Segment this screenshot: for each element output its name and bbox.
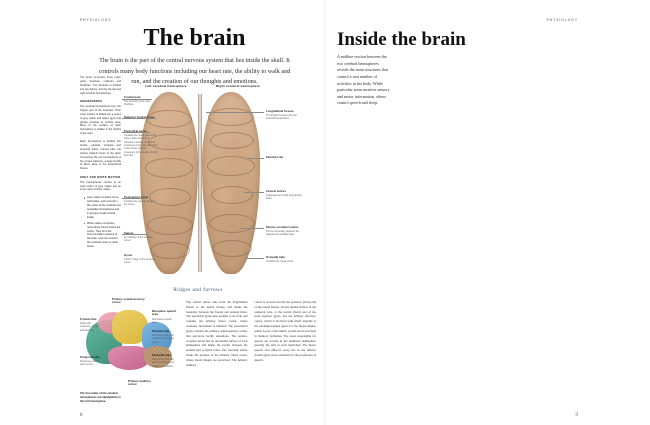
callout-primary-somatosensory-cortex: Primary somatosensory cortex xyxy=(112,298,145,305)
callout-primary-auditory-cortex: Primary auditory cortex xyxy=(128,380,151,387)
left-page: PHYSIOLOGY The brain The brain is the pa… xyxy=(80,18,316,418)
figure-title-left-hemisphere: Left cerebral hemisphere xyxy=(145,84,187,88)
left-body-column-2: cortex is located towards the posterior … xyxy=(254,300,317,362)
left-bullet-list: Grey matter contains nerve cell bodies, … xyxy=(80,196,121,249)
lobe-figure-caption: The four lobes of the cerebral hemispher… xyxy=(80,392,121,403)
figure-title-right-hemisphere: Right cerebral hemisphere xyxy=(215,84,261,88)
lobe-brain-illustration xyxy=(86,306,182,376)
page-title-right: Inside the brain xyxy=(337,29,466,50)
running-head-left: PHYSIOLOGY xyxy=(80,18,112,22)
brain-superior-view-illustration xyxy=(140,92,260,274)
callout-parietal-lobe: Parietal lobe xyxy=(266,156,284,159)
page-number-right: 9 xyxy=(575,413,579,418)
list-item: White matter comprises nerve fibres boun… xyxy=(84,222,121,249)
page-gutter xyxy=(324,0,326,425)
callout-superior-frontal-gyrus: Superior frontal gyrus xyxy=(124,116,158,119)
section-band-ridges-and-furrows: Ridges and furrows xyxy=(80,284,316,294)
longitudinal-fissure-shape xyxy=(198,94,202,272)
left-body-column-1: The central sulcus runs from the longitu… xyxy=(186,300,248,367)
cerebellum-shape xyxy=(144,346,172,368)
left-body-hemispheres: The cerebral hemispheres form the larges… xyxy=(80,104,121,136)
temporal-lobe-shape xyxy=(108,346,150,370)
running-head-right: PHYSIOLOGY xyxy=(546,18,578,22)
left-sidebar-text: The brain comprises three major parts: f… xyxy=(80,76,121,253)
left-intro: The brain comprises three major parts: f… xyxy=(80,76,121,95)
section-band-label: Ridges and furrows xyxy=(173,286,223,293)
page-number-left: 8 xyxy=(80,413,83,418)
right-page: PHYSIOLOGY Inside the brain A midline se… xyxy=(325,0,650,425)
standfirst-left: The brain is the part of the central ner… xyxy=(98,57,291,86)
left-heading-grey-white: GREY AND WHITE MATTER xyxy=(80,176,121,180)
page-title-left: The brain xyxy=(143,25,246,51)
callout-precentral-gyrus: Precentral gyrusContains the motor area … xyxy=(124,130,158,157)
left-body-columns: The central sulcus runs from the longitu… xyxy=(186,300,316,367)
left-body-grey-white: The hemispheres consist of an outer cort… xyxy=(80,180,121,192)
callout-sulcus: SulcusAn infolding of the cerebral corte… xyxy=(124,232,153,243)
right-intro: A midline section between the two cerebr… xyxy=(337,54,390,106)
callout-postcentral-gyrus: Postcentral gyrusContains the sensory ar… xyxy=(124,196,155,207)
list-item: Grey matter contains nerve cell bodies, … xyxy=(84,196,121,219)
left-body-lobes: Each hemisphere is divided into frontal,… xyxy=(80,140,121,171)
left-heading-hemispheres: HEMISPHERES xyxy=(80,100,103,104)
